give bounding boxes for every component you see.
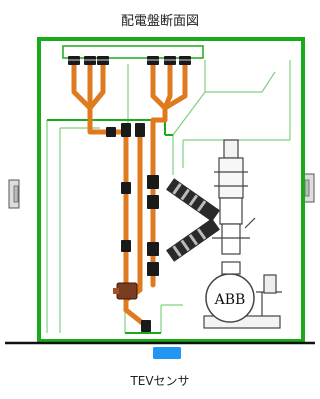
busbar-component: [113, 282, 138, 300]
switchboard-enclosure: [37, 37, 305, 343]
tev-sensor: [153, 347, 181, 359]
inner-partitions: [46, 60, 291, 333]
cable-couplers: [166, 178, 220, 262]
diagram-title: 配電盤断面図: [120, 14, 199, 29]
abb-breaker-label: ABB: [214, 292, 246, 308]
left-latch: [8, 179, 20, 209]
busbar-connectors: [68, 56, 191, 332]
tev-sensor-label: TEVセンサ: [130, 374, 190, 388]
top-plate: [62, 45, 204, 59]
abb-breaker-assembly: [203, 139, 282, 329]
